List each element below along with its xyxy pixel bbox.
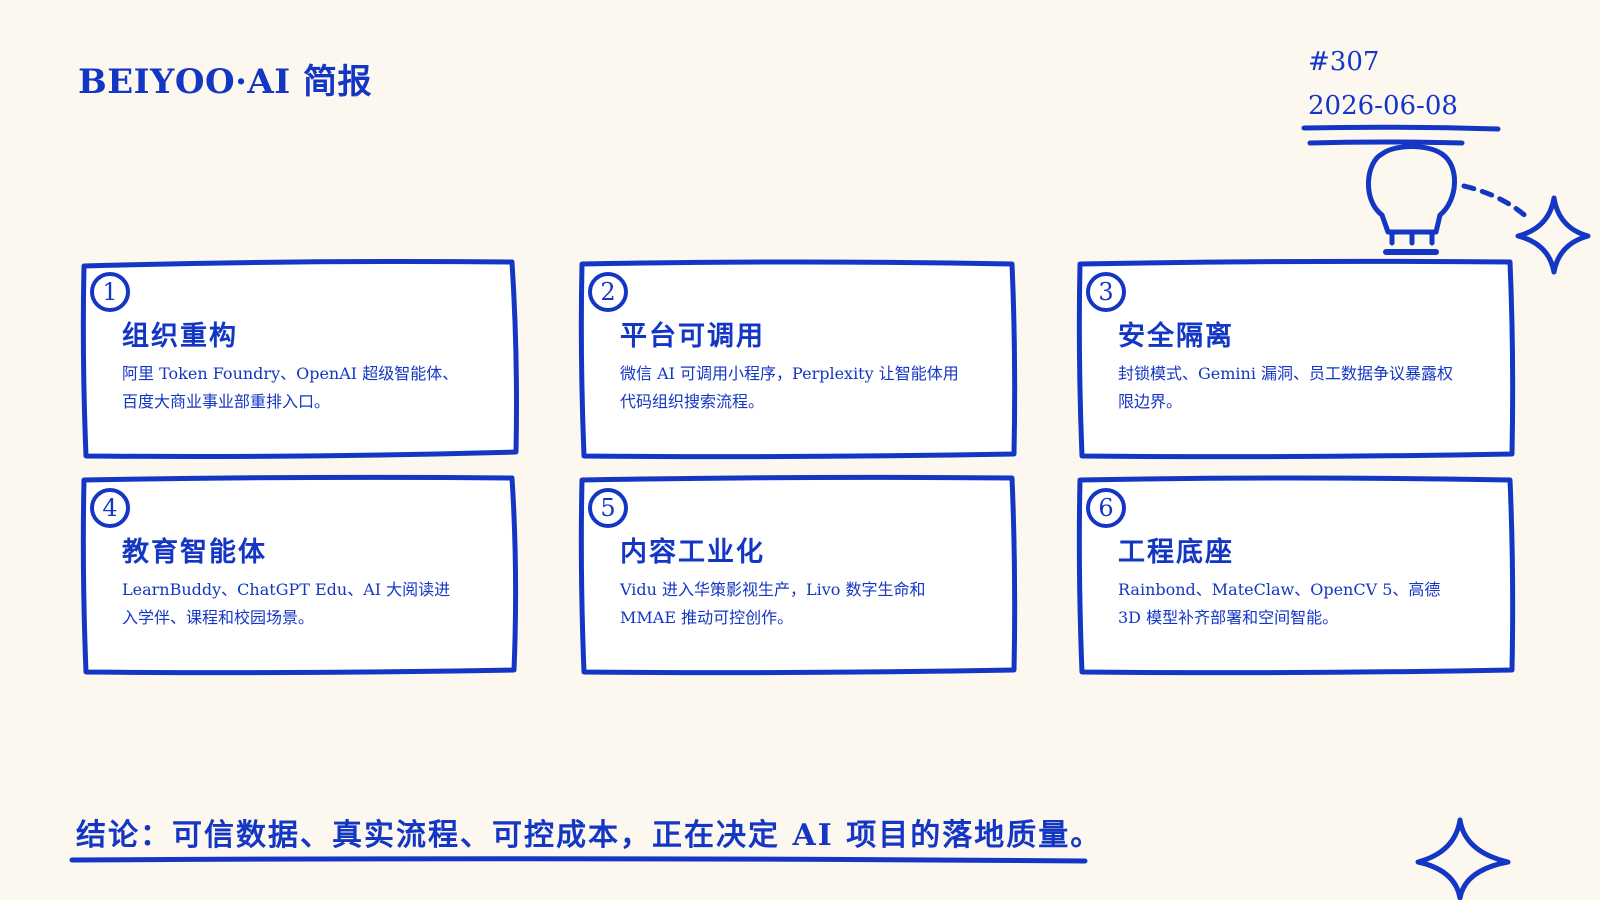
conclusion-text: 结论：可信数据、真实流程、可控成本，正在决定 AI 项目的落地质量。 <box>76 818 1103 853</box>
card-title: 平台可调用 <box>620 321 765 352</box>
card-description: 微信 AI 可调用小程序，Perplexity 让智能体用代码组织搜索流程。 <box>620 364 959 411</box>
card-number-badge: 2 <box>588 272 628 312</box>
sparkle-star-icon <box>1515 195 1591 275</box>
conclusion-underline <box>69 856 1088 864</box>
card-title: 教育智能体 <box>122 537 267 568</box>
card-organization: 1 组织重构 阿里 Token Foundry、OpenAI 超级智能体、百度大… <box>78 256 522 462</box>
issue-date: 2026-06-08 <box>1308 91 1458 121</box>
card-frame <box>80 259 519 459</box>
card-description: LearnBuddy、ChatGPT Edu、AI 大阅读进入学伴、课程和校园场… <box>122 580 451 627</box>
card-title: 组织重构 <box>122 321 238 352</box>
card-description: 封锁模式、Gemini 漏洞、员工数据争议暴露权限边界。 <box>1118 364 1454 411</box>
card-frame <box>80 474 519 676</box>
card-number-badge: 3 <box>1086 272 1126 312</box>
header-underline-bottom <box>1307 139 1465 146</box>
page-title: BEIYOO·AI 简报 <box>78 62 373 102</box>
lightbulb-icon <box>1366 144 1457 255</box>
card-title: 工程底座 <box>1118 537 1234 568</box>
card-number-badge: 5 <box>588 488 628 528</box>
card-title: 安全隔离 <box>1118 321 1234 352</box>
sparkle-star-icon <box>1415 817 1511 900</box>
card-number-badge: 1 <box>90 272 130 312</box>
card-engineering: 6 工程底座 Rainbond、MateClaw、OpenCV 5、高德 3D … <box>1074 472 1518 678</box>
card-frame <box>1076 258 1516 460</box>
card-platform: 2 平台可调用 微信 AI 可调用小程序，Perplexity 让智能体用代码组… <box>576 256 1020 462</box>
card-content: 5 内容工业化 Vidu 进入华策影视生产，Livo 数字生命和 MMAE 推动… <box>576 472 1020 678</box>
card-frame <box>578 259 1018 460</box>
issue-number: #307 <box>1308 47 1380 77</box>
card-number-badge: 4 <box>90 488 130 528</box>
card-security: 3 安全隔离 封锁模式、Gemini 漏洞、员工数据争议暴露权限边界。 <box>1074 256 1518 462</box>
card-number-badge: 6 <box>1086 488 1126 528</box>
issue-meta: #307 2026-06-08 <box>1308 40 1458 128</box>
card-description: Rainbond、MateClaw、OpenCV 5、高德 3D 模型补齐部署和… <box>1118 580 1441 627</box>
card-description: 阿里 Token Foundry、OpenAI 超级智能体、百度大商业事业部重排… <box>122 364 459 411</box>
card-frame <box>578 474 1018 676</box>
dashed-arc <box>1461 183 1533 223</box>
card-frame <box>1076 475 1516 676</box>
card-description: Vidu 进入华策影视生产，Livo 数字生命和 MMAE 推动可控创作。 <box>620 580 926 627</box>
card-education: 4 教育智能体 LearnBuddy、ChatGPT Edu、AI 大阅读进入学… <box>78 472 522 678</box>
card-title: 内容工业化 <box>620 537 765 568</box>
